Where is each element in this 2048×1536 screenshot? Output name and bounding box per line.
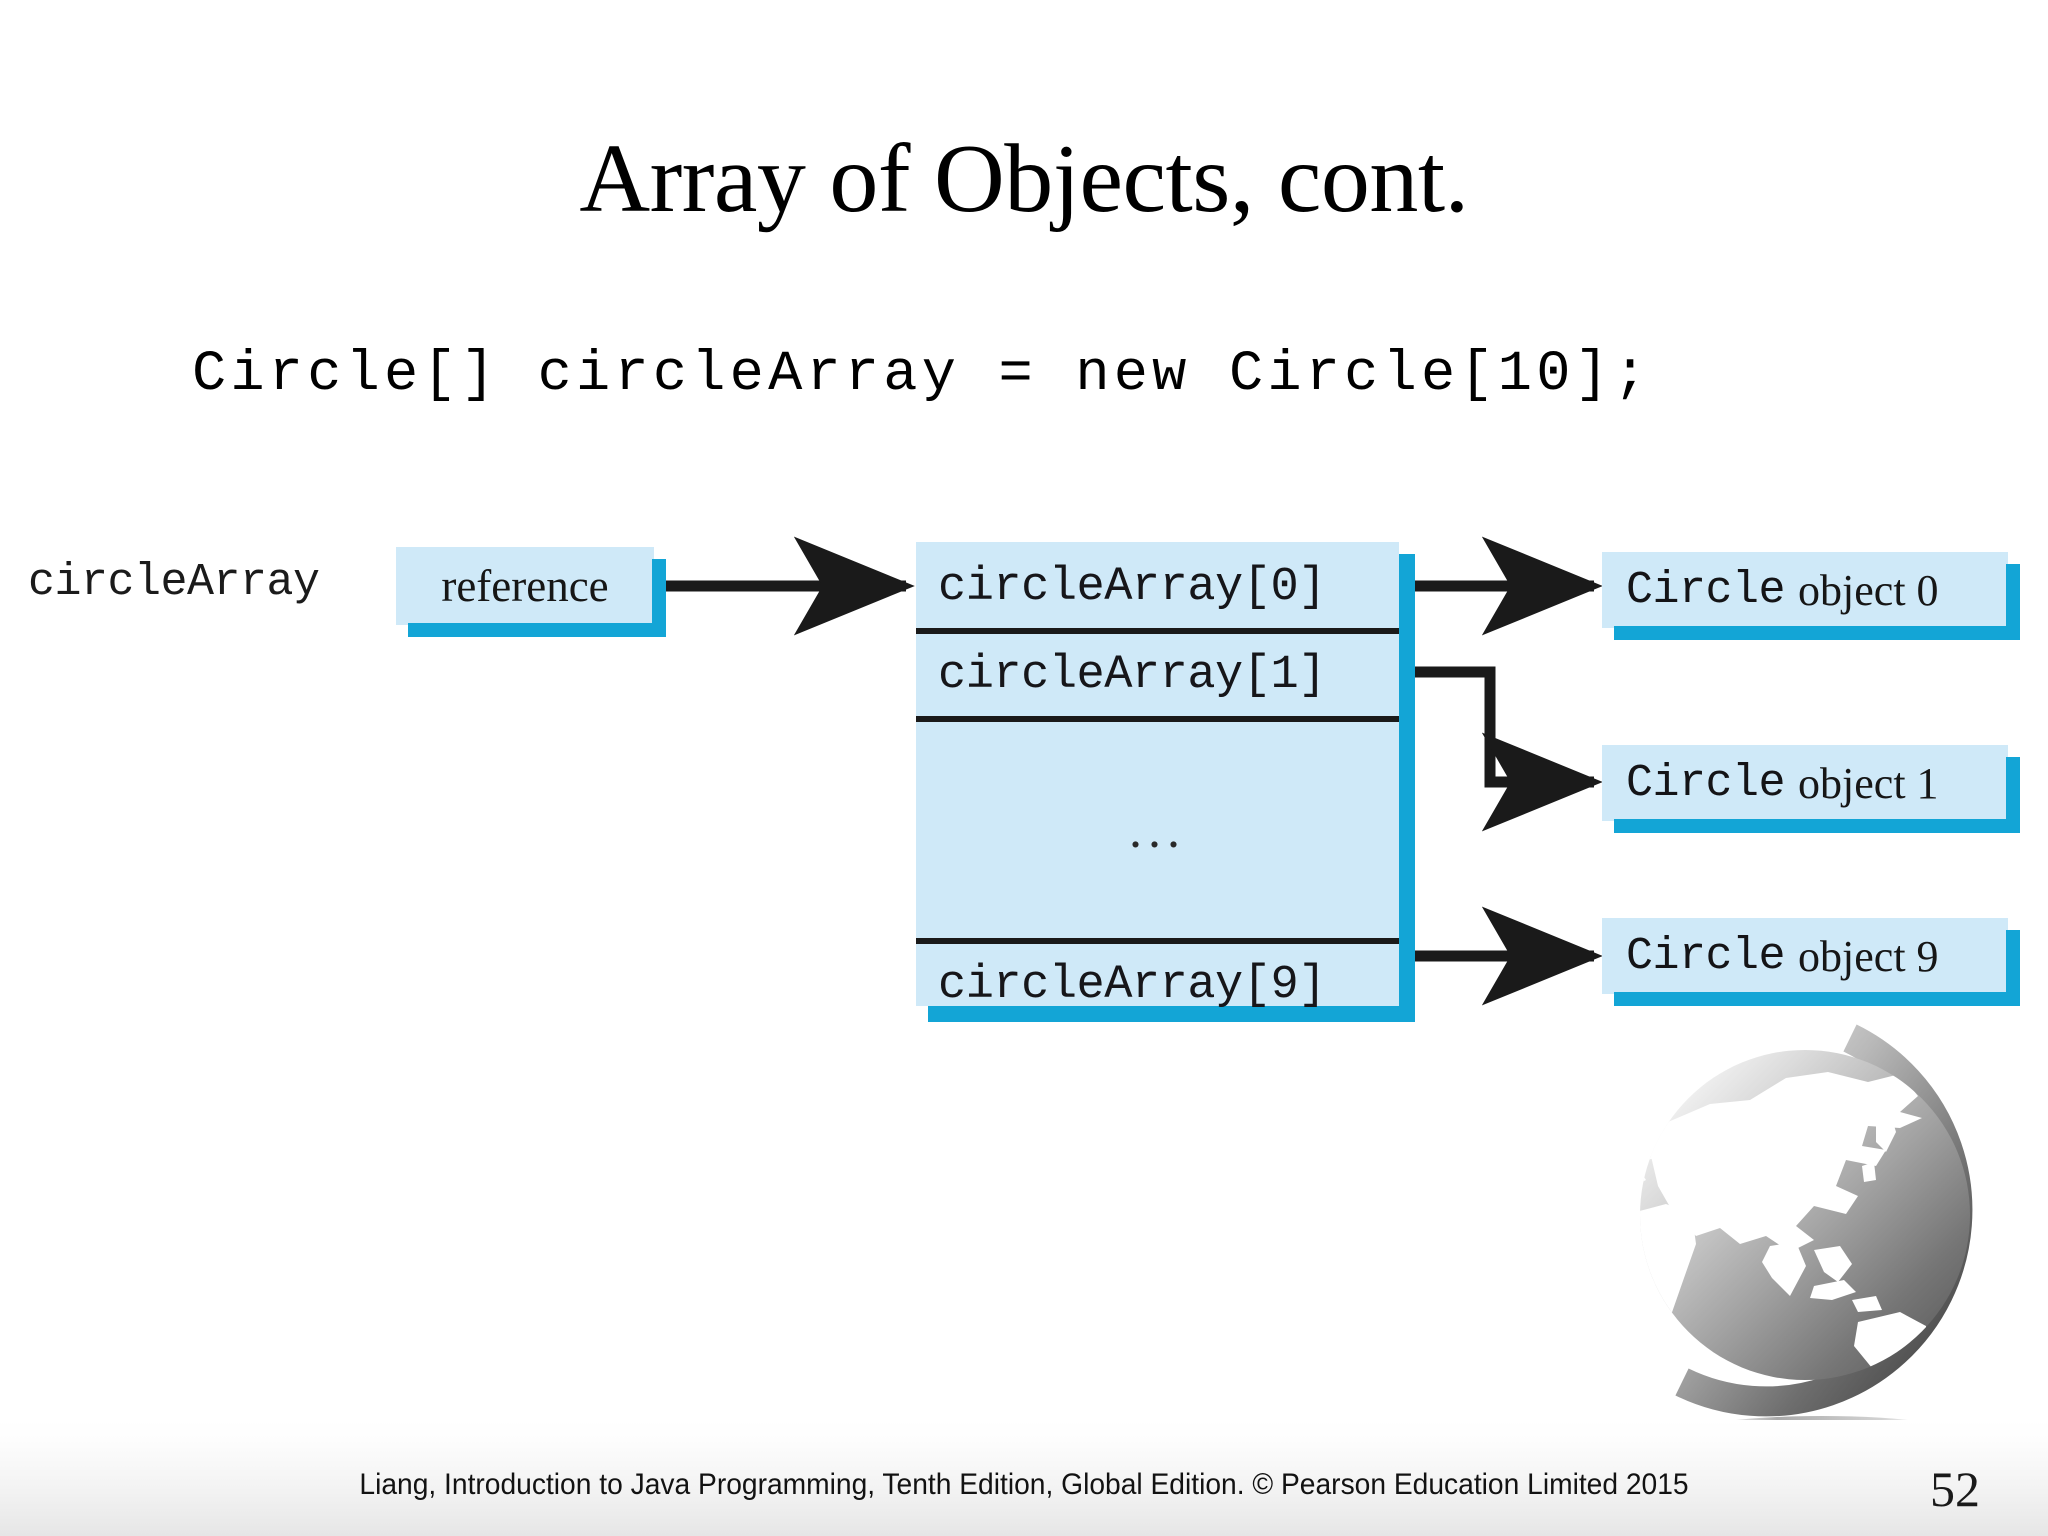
reference-box: reference — [396, 547, 666, 637]
page-number: 52 — [1930, 1461, 1980, 1517]
array-container: circleArray[0] circleArray[1] ... circle… — [916, 542, 1415, 1022]
circle-object-class-name: Circle — [1626, 930, 1786, 982]
variable-label-circlearray: circleArray — [28, 557, 320, 608]
array-cell-1: circleArray[1] — [938, 648, 1326, 702]
reference-box-label: reference — [441, 561, 609, 611]
array-cell-ellipsis: ... — [1129, 801, 1186, 859]
circle-object-class-name: Circle — [1626, 757, 1786, 809]
array-cell-separator — [916, 716, 1399, 722]
footer-bar — [0, 1420, 2048, 1536]
pearson-globe-logo — [1640, 1024, 1973, 1460]
array-cell-separator — [916, 938, 1399, 944]
circle-object-class-name: Circle — [1626, 564, 1786, 616]
circle-object-label: object 0 — [1798, 565, 1939, 615]
connector-cell1-to-object1 — [1412, 666, 1603, 832]
code-declaration-line: Circle[] circleArray = new Circle[10]; — [192, 343, 1652, 407]
circle-object-label: object 1 — [1798, 758, 1939, 808]
circle-object-label: object 9 — [1798, 931, 1939, 981]
footer-attribution: Liang, Introduction to Java Programming,… — [359, 1468, 1689, 1501]
circle-object-box-0: Circle object 0 — [1602, 552, 2020, 640]
page-title: Array of Objects, cont. — [579, 125, 1469, 233]
circle-object-box-9: Circle object 9 — [1602, 918, 2020, 1006]
array-cell-separator — [916, 628, 1399, 634]
array-cell-0: circleArray[0] — [938, 560, 1326, 614]
array-cell-9: circleArray[9] — [938, 958, 1326, 1012]
circle-object-box-1: Circle object 1 — [1602, 745, 2020, 833]
